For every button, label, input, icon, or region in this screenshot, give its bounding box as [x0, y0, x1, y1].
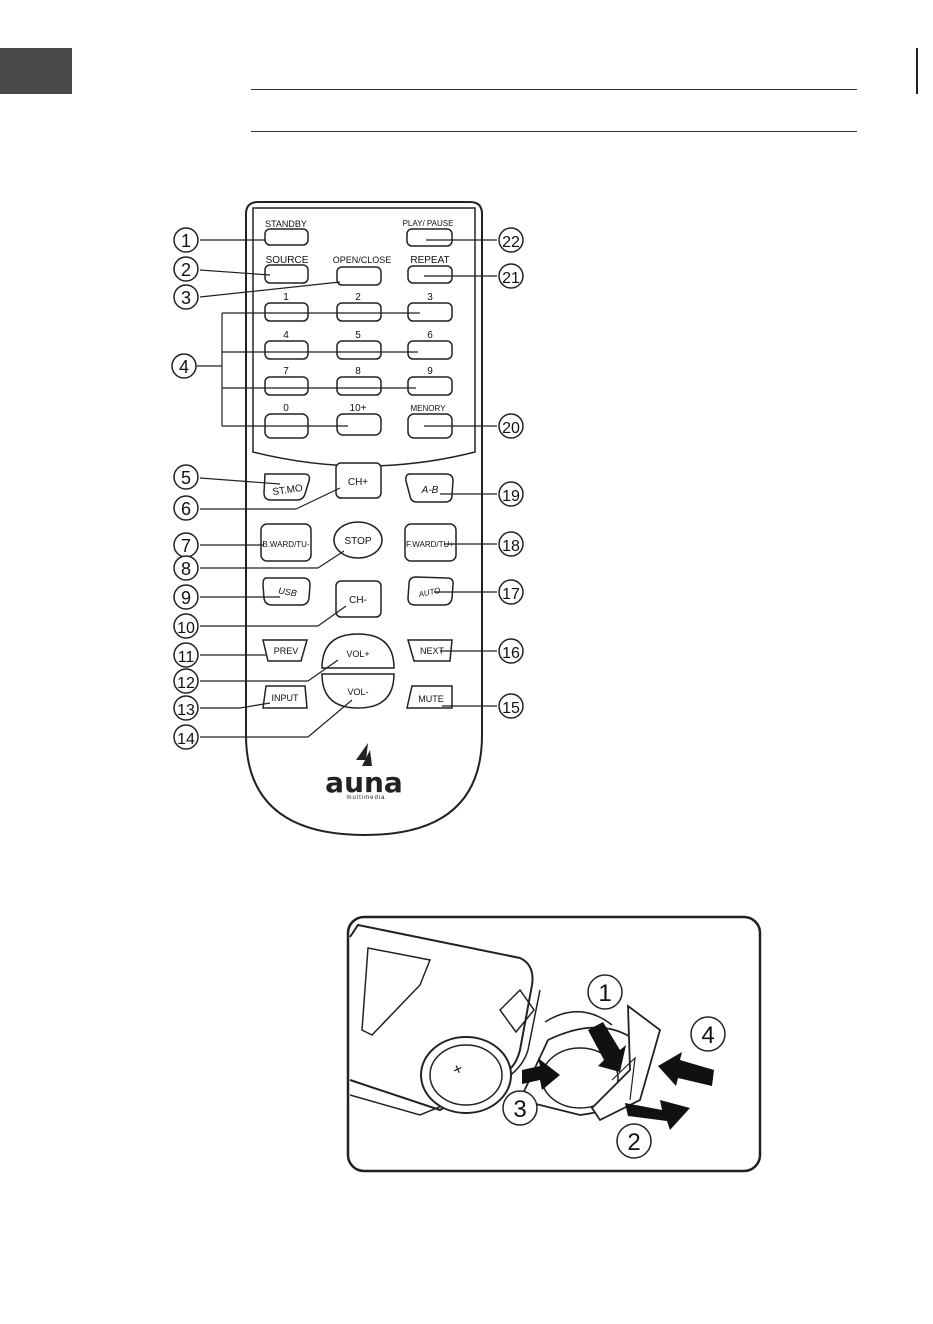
battery-figure: + 1 2 3 4 [348, 917, 760, 1171]
input-label: INPUT [272, 693, 300, 703]
play-pause-label: PLAY/ PAUSE [403, 219, 454, 228]
svg-text:3: 3 [181, 288, 191, 308]
svg-text:22: 22 [502, 234, 520, 251]
standby-label: STANDBY [265, 219, 307, 229]
callout-18: 18 [499, 532, 523, 556]
key-2-label: 2 [355, 292, 361, 303]
callout-6: 6 [174, 496, 198, 520]
callout-16: 16 [499, 639, 523, 663]
svg-text:12: 12 [177, 675, 195, 692]
svg-text:17: 17 [502, 586, 520, 603]
svg-text:7: 7 [181, 536, 191, 556]
callout-13: 13 [174, 696, 198, 720]
svg-text:8: 8 [181, 559, 191, 579]
callout-15: 15 [499, 694, 523, 718]
callout-12: 12 [174, 669, 198, 693]
key-6-label: 6 [427, 330, 433, 341]
callout-21: 21 [499, 264, 523, 288]
key-5-label: 5 [355, 330, 361, 341]
callout-11: 11 [174, 643, 198, 667]
repeat-label: REPEAT [410, 255, 449, 266]
callout-7: 7 [174, 533, 198, 557]
svg-text:10: 10 [177, 620, 195, 637]
svg-text:4: 4 [701, 1022, 714, 1049]
callout-1: 1 [174, 228, 198, 252]
b-ward-label: B.WARD/TU- [262, 540, 310, 549]
callout-5: 5 [174, 465, 198, 489]
open-close-button[interactable] [337, 267, 381, 285]
key-4-button[interactable] [265, 341, 308, 359]
svg-text:5: 5 [181, 468, 191, 488]
remote-body [246, 202, 482, 835]
stop-label: STOP [344, 536, 371, 547]
key-4-label: 4 [283, 330, 289, 341]
open-close-label: OPEN/CLOSE [333, 255, 392, 265]
auna-tagline-text: multimedia [346, 795, 385, 801]
key-8-label: 8 [355, 366, 361, 377]
callout-2: 2 [174, 257, 198, 281]
key-5-button[interactable] [337, 341, 381, 359]
svg-text:6: 6 [181, 499, 191, 519]
key-1-button[interactable] [265, 303, 308, 321]
mute-label: MUTE [418, 694, 444, 704]
callout-8: 8 [174, 556, 198, 580]
vol-plus-label: VOL+ [346, 649, 369, 659]
a-b-label: A-B [421, 485, 439, 496]
callout-17: 17 [499, 580, 523, 604]
key-7-button[interactable] [265, 377, 308, 395]
svg-text:2: 2 [627, 1129, 640, 1156]
svg-text:2: 2 [181, 260, 191, 280]
key-7-label: 7 [283, 366, 289, 377]
standby-button[interactable] [265, 229, 308, 245]
svg-text:15: 15 [502, 700, 520, 717]
svg-text:1: 1 [598, 980, 611, 1007]
key-9-button[interactable] [408, 377, 452, 395]
svg-text:16: 16 [502, 645, 520, 662]
svg-text:18: 18 [502, 538, 520, 555]
svg-text:4: 4 [179, 357, 189, 377]
battery-callout-3: 3 [503, 1091, 537, 1125]
callout-20: 20 [499, 414, 523, 438]
key-10plus-label: 10+ [350, 403, 367, 414]
source-button[interactable] [265, 265, 308, 283]
key-2-button[interactable] [337, 303, 381, 321]
ch-plus-label: CH+ [348, 477, 368, 488]
memory-label: MENORY [411, 404, 447, 413]
svg-text:14: 14 [177, 731, 195, 748]
svg-text:20: 20 [502, 420, 520, 437]
callout-10: 10 [174, 614, 198, 638]
key-10plus-button[interactable] [337, 414, 381, 435]
svg-text:3: 3 [513, 1096, 526, 1123]
key-8-button[interactable] [337, 377, 381, 395]
vol-minus-label: VOL- [347, 687, 368, 697]
callout-3: 3 [174, 285, 198, 309]
callout-22: 22 [499, 228, 523, 252]
key-1-label: 1 [283, 292, 289, 303]
svg-text:21: 21 [502, 270, 520, 287]
battery-callout-4: 4 [691, 1017, 725, 1051]
svg-text:19: 19 [502, 488, 520, 505]
svg-text:13: 13 [177, 702, 195, 719]
key-6-button[interactable] [408, 341, 452, 359]
svg-text:1: 1 [181, 231, 191, 251]
key-9-label: 9 [427, 366, 433, 377]
key-3-label: 3 [427, 292, 433, 303]
repeat-button[interactable] [408, 266, 452, 283]
ch-minus-label: CH- [349, 595, 367, 606]
svg-text:9: 9 [181, 588, 191, 608]
callout-14: 14 [174, 725, 198, 749]
key-3-button[interactable] [408, 303, 452, 321]
play-pause-button[interactable] [407, 229, 452, 246]
callout-9: 9 [174, 585, 198, 609]
prev-label: PREV [274, 646, 299, 656]
svg-text:11: 11 [178, 649, 195, 666]
battery-callout-2: 2 [617, 1124, 651, 1158]
callout-19: 19 [499, 482, 523, 506]
key-0-label: 0 [283, 403, 289, 414]
callout-4: 4 [172, 354, 196, 378]
battery-callout-1: 1 [588, 975, 622, 1009]
